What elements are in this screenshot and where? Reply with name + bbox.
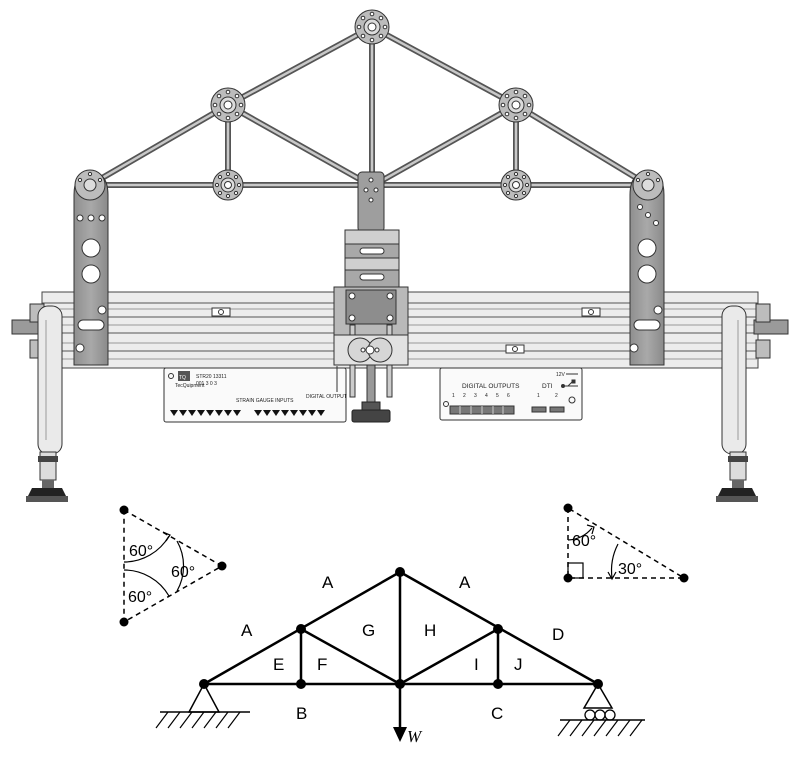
joint-disc xyxy=(354,9,390,45)
truss-schematic: W A A A G H E F I J D B C xyxy=(155,567,645,746)
load-label: W xyxy=(407,727,423,746)
strain-gauge-panel: TQ TecQuipment STR20 13311 001 3 0 3 STR… xyxy=(163,366,347,423)
logo-subtext: TecQuipment xyxy=(175,383,205,389)
logo-text: TQ xyxy=(179,375,186,381)
strain-gauge-connectors xyxy=(170,410,325,416)
joint-disc xyxy=(74,169,106,201)
region-label: G xyxy=(362,621,375,640)
left-support-plate xyxy=(73,171,109,366)
load-arrow-icon xyxy=(393,684,407,742)
left-leg xyxy=(26,305,68,502)
region-label: F xyxy=(317,655,327,674)
output-number: 5 xyxy=(496,393,499,399)
angle-label: 60° xyxy=(572,533,596,550)
output-number: 6 xyxy=(507,393,510,399)
digital-outputs-panel: DIGITAL OUTPUTS 1 2 3 4 5 6 DTI 1 2 12V xyxy=(439,367,583,421)
power-label: 12V xyxy=(556,372,566,378)
output-number: 1 xyxy=(452,393,455,399)
region-label: A xyxy=(322,573,334,592)
pin-support xyxy=(155,682,250,729)
region-label: A xyxy=(241,621,253,640)
digital-outputs-label: DIGITAL OUTPUTS xyxy=(462,383,520,390)
output-number: 2 xyxy=(463,393,466,399)
region-label: J xyxy=(514,655,523,674)
dti-label: DTI xyxy=(542,383,553,390)
joint-disc xyxy=(632,169,664,201)
dti-number: 2 xyxy=(555,393,558,399)
region-label: D xyxy=(552,625,564,644)
region-label: E xyxy=(273,655,284,674)
apparatus-truss-members xyxy=(87,24,651,188)
equilateral-angle-triangle: 60° 60° 60° xyxy=(119,505,227,627)
angle-label: 60° xyxy=(128,589,152,606)
output-sockets xyxy=(449,405,565,415)
output-number: 4 xyxy=(485,393,488,399)
right-leg xyxy=(716,305,758,502)
region-label: I xyxy=(474,655,479,674)
region-label: B xyxy=(296,704,307,723)
angle-label: 60° xyxy=(171,564,195,581)
right-support-plate xyxy=(629,171,665,366)
joint-disc xyxy=(212,169,244,201)
digital-output-label: DIGITAL OUTPUT xyxy=(306,394,347,400)
output-number: 3 xyxy=(474,393,477,399)
roller-support xyxy=(557,682,645,737)
joint-disc xyxy=(500,169,532,201)
dti-number: 1 xyxy=(537,393,540,399)
load-cell-assembly xyxy=(333,171,409,423)
strain-gauge-inputs-label: STRAIN GAUGE INPUTS xyxy=(236,398,294,404)
angle-label: 30° xyxy=(618,561,642,578)
panel-code: 001 3 0 3 xyxy=(196,381,217,387)
region-label: C xyxy=(491,704,503,723)
joint-disc xyxy=(210,87,246,123)
region-label: A xyxy=(459,573,471,592)
angle-label: 60° xyxy=(129,543,153,560)
joint-disc xyxy=(498,87,534,123)
usb-icon xyxy=(561,379,578,388)
region-label: H xyxy=(424,621,436,640)
right-angle-triangle: 60° 30° xyxy=(563,503,689,583)
tq-logo-icon xyxy=(178,371,190,381)
panel-code: STR20 13311 xyxy=(196,374,227,380)
truss-apparatus: TQ TecQuipment STR20 13311 001 3 0 3 STR… xyxy=(11,9,789,502)
